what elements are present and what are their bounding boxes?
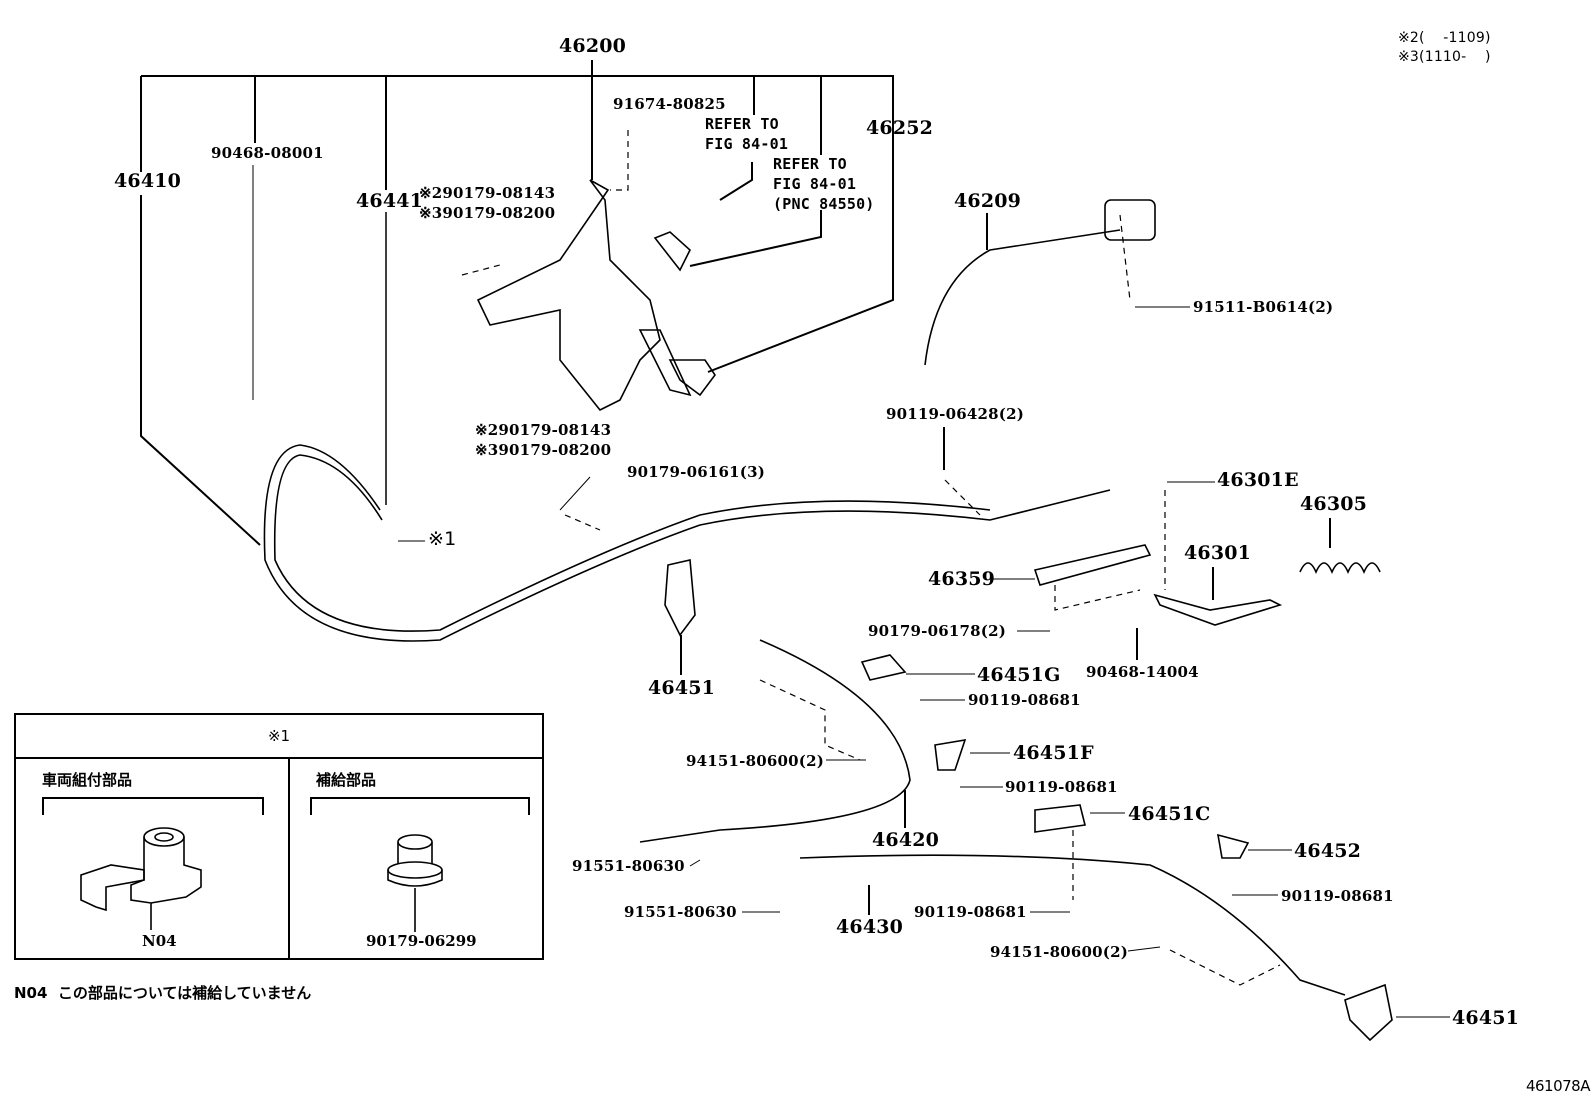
part-46301	[1153, 593, 1283, 626]
part-label-46451-rear[interactable]: 46451	[1452, 1007, 1520, 1029]
part-label-90179-08200-upper[interactable]: ※390179-08200	[419, 204, 556, 222]
part-label-90119-06428[interactable]: 90119-06428(2)	[886, 405, 1025, 423]
reference-mark-1[interactable]: ※1	[428, 528, 457, 550]
clamp-46451g	[860, 654, 907, 681]
pedal-arm	[638, 329, 692, 397]
part-label-94151-80600-lower[interactable]: 94151-80600(2)	[990, 943, 1129, 961]
part-label-91511-b0614[interactable]: 91511-B0614(2)	[1193, 298, 1334, 316]
part-label-46209[interactable]: 46209	[954, 190, 1022, 212]
part-label-90179-08143-lower[interactable]: ※290179-08143	[475, 421, 612, 439]
part-46359	[1033, 544, 1152, 586]
part-label-91551-80630-upper[interactable]: 91551-80630	[572, 857, 685, 875]
spring-46305	[1299, 562, 1381, 574]
note-range: ( -1109)	[1419, 30, 1491, 46]
inset-left-bracket	[42, 797, 264, 815]
plate-46451-b	[1344, 983, 1393, 1042]
part-label-90468-08001[interactable]: 90468-08001	[211, 144, 324, 162]
note-mark: ※2	[1398, 30, 1420, 46]
part-label-46451g[interactable]: 46451G	[977, 664, 1061, 686]
part-label-90119-08681-g[interactable]: 90119-08681	[968, 691, 1081, 709]
leader-refer2-lower	[689, 210, 822, 267]
rear-cable-46420	[639, 639, 911, 843]
part-label-46451f[interactable]: 46451F	[1013, 742, 1094, 764]
reference-note-pnc-84550[interactable]: REFER TO FIG 84-01 (PNC 84550)	[773, 155, 875, 213]
clamp-46451c	[1034, 804, 1086, 833]
part-label-46301e[interactable]: 46301E	[1217, 469, 1299, 491]
inset-service-part-column: 補給部品 90179-06299	[290, 757, 542, 958]
footnote-n04: N04 この部品については補給していません	[14, 984, 312, 1002]
cable-46209	[924, 229, 1121, 366]
clamp-46452	[1216, 833, 1250, 859]
part-label-46451-front[interactable]: 46451	[648, 677, 716, 699]
leader-refer1-lower	[719, 162, 753, 201]
pedal-pad	[668, 359, 716, 397]
applicability-note-2: ※2( -1109)	[1398, 30, 1491, 46]
release-handle	[653, 231, 691, 272]
applicability-note-3: ※3(1110- )	[1398, 49, 1491, 65]
part-label-90119-08681-d[interactable]: 90119-08681	[1281, 887, 1394, 905]
figure-id: 461078A	[1525, 1077, 1591, 1095]
part-label-46252[interactable]: 46252	[866, 117, 934, 139]
leader-90179-06161	[559, 476, 591, 511]
cable-46209-end	[1104, 199, 1156, 241]
inset-service-part-title: 補給部品	[316, 771, 377, 789]
rear-cable-46430	[799, 854, 1346, 996]
front-cable-46410	[263, 444, 1111, 642]
part-label-46200[interactable]: 46200	[559, 35, 627, 57]
part-label-90179-08143-upper[interactable]: ※290179-08143	[419, 184, 556, 202]
leader-91551-a	[689, 859, 701, 867]
part-label-91551-80630-lower[interactable]: 91551-80630	[624, 903, 737, 921]
plate-46451-a	[664, 559, 696, 637]
part-label-90179-08200-lower[interactable]: ※390179-08200	[475, 441, 612, 459]
note-mark: ※3	[1398, 49, 1420, 65]
part-label-46430[interactable]: 46430	[836, 916, 904, 938]
leader-94151-b	[1127, 946, 1161, 952]
part-label-46452[interactable]: 46452	[1294, 840, 1362, 862]
part-label-90179-06178[interactable]: 90179-06178(2)	[868, 622, 1007, 640]
inset-vehicle-installed-column: 車両組付部品 N04	[16, 757, 290, 958]
part-label-46301[interactable]: 46301	[1184, 542, 1252, 564]
part-label-90119-08681-f[interactable]: 90119-08681	[1005, 778, 1118, 796]
part-label-46410[interactable]: 46410	[114, 170, 182, 192]
inset-title: ※1	[16, 715, 542, 759]
part-label-90468-14004[interactable]: 90468-14004	[1086, 663, 1199, 681]
inset-right-bracket	[310, 797, 530, 815]
nut-90179-06299-illustration	[387, 834, 443, 932]
part-label-90179-06299[interactable]: 90179-06299	[366, 932, 477, 950]
part-label-90179-06161[interactable]: 90179-06161(3)	[627, 463, 766, 481]
assembly-bracket	[141, 75, 894, 373]
part-label-46441[interactable]: 46441	[356, 190, 424, 212]
part-label-46420[interactable]: 46420	[872, 829, 940, 851]
leader-46410-lower	[140, 195, 261, 546]
part-label-94151-80600-upper[interactable]: 94151-80600(2)	[686, 752, 825, 770]
part-label-91674-80825[interactable]: 91674-80825	[613, 95, 726, 113]
part-label-n04[interactable]: N04	[142, 932, 177, 950]
part-label-90119-08681-c[interactable]: 90119-08681	[914, 903, 1027, 921]
inset-vehicle-installed-title: 車両組付部品	[42, 771, 133, 789]
note-range: (1110- )	[1419, 49, 1491, 65]
inset-box-mark-1: ※1 車両組付部品 N04 補給部品 90179-06	[14, 713, 544, 960]
part-label-46359[interactable]: 46359	[928, 568, 996, 590]
clamp-46451f	[934, 738, 967, 771]
part-label-46305[interactable]: 46305	[1300, 493, 1368, 515]
clip-n04-illustration	[80, 827, 202, 930]
part-label-46451c[interactable]: 46451C	[1128, 803, 1211, 825]
parking-brake-pedal-bracket	[476, 179, 661, 412]
reference-note-fig-84-01[interactable]: REFER TO FIG 84-01	[705, 115, 789, 153]
